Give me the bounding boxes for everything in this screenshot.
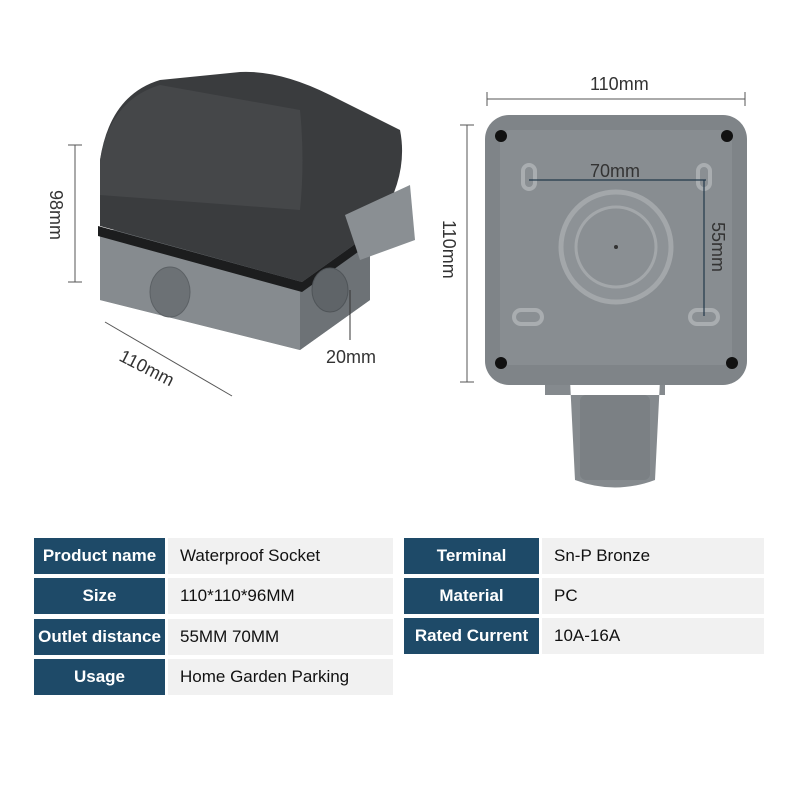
spec-label: Material <box>404 578 539 614</box>
spec-value: 10A-16A <box>542 618 764 654</box>
right-width-label: 110mm <box>590 74 649 94</box>
spec-label: Product name <box>34 538 165 574</box>
hole-spacing-vertical-label: 55mm <box>708 222 728 272</box>
spec-value: Home Garden Parking <box>168 659 393 695</box>
product-illustration: 98mm 110mm 20mm 70mm 55mm 110mm 110mm <box>46 71 747 488</box>
spec-label: Terminal <box>404 538 539 574</box>
knockout-label: 20mm <box>326 347 376 367</box>
socket-box-perspective <box>98 71 415 350</box>
spec-label: Rated Current <box>404 618 539 654</box>
spec-value: Sn-P Bronze <box>542 538 764 574</box>
socket-box-back-view <box>485 115 747 488</box>
spec-value: PC <box>542 578 764 614</box>
spec-value: Waterproof Socket <box>168 538 393 574</box>
spec-value: 55MM 70MM <box>168 619 393 655</box>
spec-label: Outlet distance <box>34 619 165 655</box>
spec-label: Size <box>34 578 165 614</box>
hole-spacing-horizontal-label: 70mm <box>590 161 640 181</box>
spec-label: Usage <box>34 659 165 695</box>
right-height-label: 110mm <box>439 220 459 279</box>
left-height-label: 98mm <box>46 190 66 240</box>
spec-value: 110*110*96MM <box>168 578 393 614</box>
left-width-label: 110mm <box>116 346 177 390</box>
